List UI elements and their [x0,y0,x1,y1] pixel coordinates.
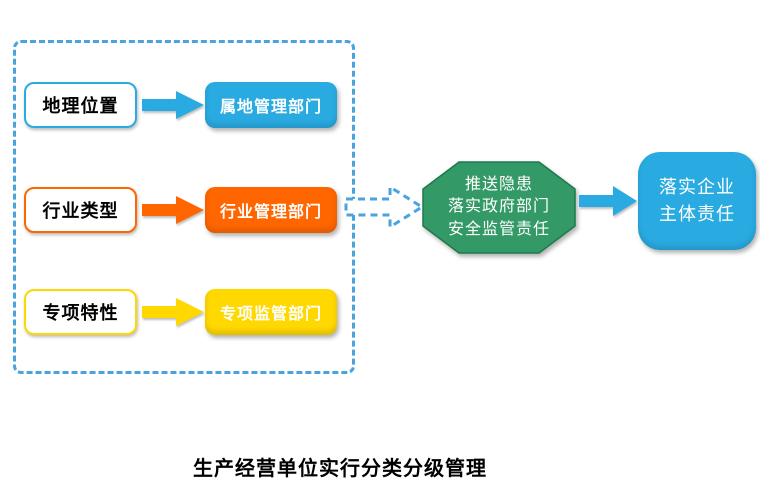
geography-source-box: 地理位置 [24,82,137,128]
row-industry: 行业类型 行业管理部门 [24,187,340,233]
orange-right-arrow-icon [142,196,204,224]
blue-right-arrow-icon [142,91,204,119]
dashed-arrow-shape [344,184,424,230]
territorial-dept-box: 属地管理部门 [205,82,337,128]
row-geography: 地理位置 属地管理部门 [24,82,340,128]
row-special: 专项特性 专项监管部门 [24,289,340,335]
blue-right-arrow-icon [579,186,637,216]
industry-source-box: 行业类型 [24,187,137,233]
arrow-shape [142,91,204,119]
government-duty-text: 推送隐患 落实政府部门 安全监管责任 [447,176,550,238]
octagon-shape-icon [422,161,576,254]
dashed-outline-arrow-icon [344,184,424,230]
special-source-box: 专项特性 [24,289,137,335]
yellow-right-arrow-icon [142,298,204,326]
arrow-shape [579,186,637,216]
special-dept-box: 专项监管部门 [205,289,337,335]
arrow-shape [142,298,204,326]
octagon-shape [422,161,576,254]
government-duty-octagon: 推送隐患 落实政府部门 安全监管责任 [422,161,576,254]
diagram-caption: 生产经营单位实行分类分级管理 [193,458,487,480]
arrow-shape [142,196,204,224]
industry-dept-box: 行业管理部门 [205,187,337,233]
enterprise-duty-box: 落实企业 主体责任 [638,152,756,250]
